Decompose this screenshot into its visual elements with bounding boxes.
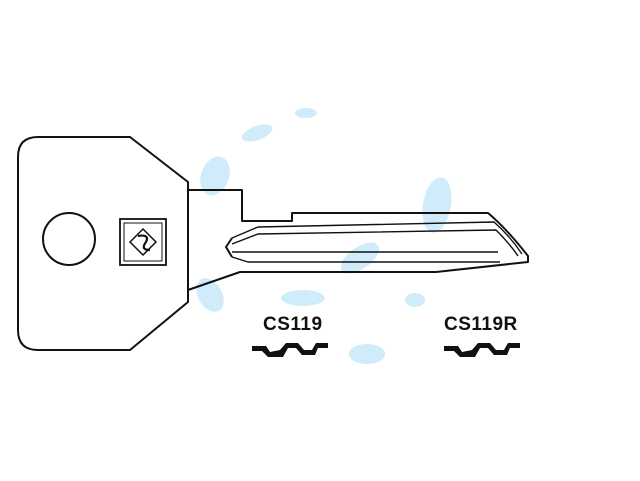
key-bow [17, 136, 189, 351]
square-s-logo-icon [119, 218, 167, 266]
key-blade-groove-4 [231, 256, 500, 263]
key-neck-lower [187, 271, 436, 291]
key-neck-upper [188, 189, 448, 222]
key-blade-tip [225, 237, 233, 258]
key-blade-groove-2 [231, 229, 519, 257]
key-ring-hole-icon [42, 212, 96, 266]
key-blade-groove-1 [231, 221, 523, 255]
profile-code-cs119r: CS119R [444, 314, 518, 335]
profile-cs119r-icon [444, 343, 520, 357]
profile-code-cs119: CS119 [263, 314, 323, 335]
watermark [196, 108, 452, 364]
profile-cs119-icon [252, 343, 328, 357]
key-blade [435, 212, 529, 273]
